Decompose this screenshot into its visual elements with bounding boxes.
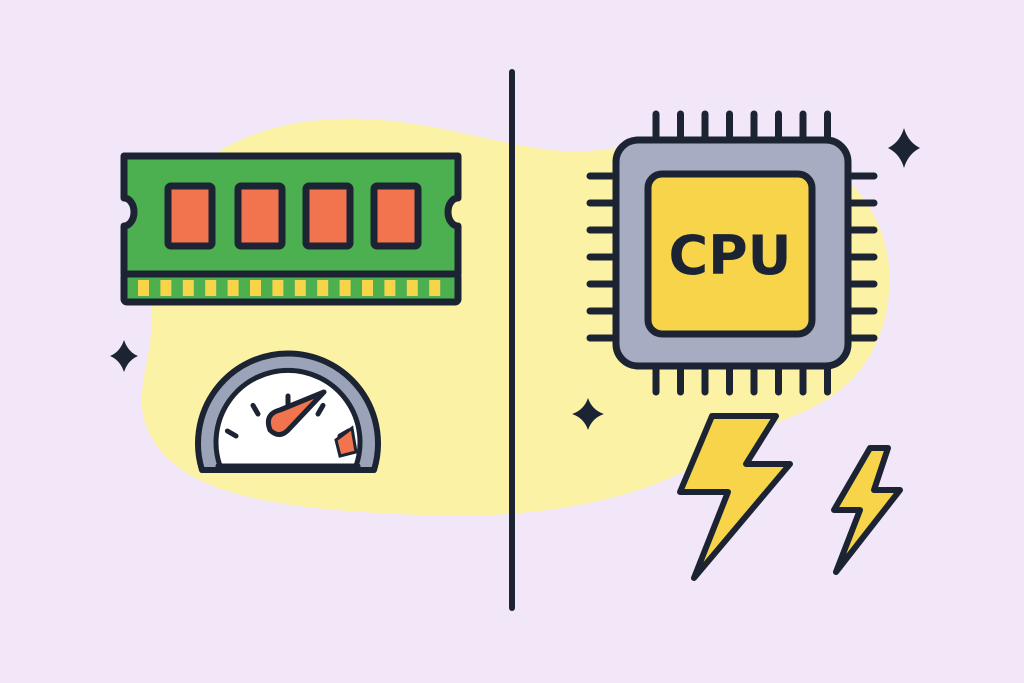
ram-pin	[272, 280, 284, 296]
ram-chip	[234, 182, 286, 250]
ram-pin	[205, 280, 217, 296]
ram-module-icon	[120, 152, 462, 306]
ram-pin	[250, 280, 261, 296]
cpu-label: CPU	[668, 224, 791, 287]
cpu-chip-icon: CPU	[586, 110, 878, 396]
lightning-bolt-icon	[677, 413, 793, 581]
ram-pin	[227, 280, 239, 296]
sparkle-icon	[572, 398, 604, 430]
ram-pin	[362, 280, 373, 296]
gauge-tick	[250, 402, 261, 417]
ram-pin	[384, 280, 396, 296]
ram-pin	[406, 280, 418, 296]
ram-pins	[138, 280, 441, 296]
ram-pin	[429, 280, 441, 296]
gauge-tick	[315, 402, 326, 417]
cpu-core	[644, 170, 816, 338]
ram-pin	[294, 280, 306, 296]
sparkle-icon	[110, 340, 138, 372]
ram-pin	[160, 280, 172, 296]
lightning-bolt-icon	[831, 445, 903, 575]
ram-pin	[317, 280, 329, 296]
ram-pin	[138, 280, 149, 296]
gauge-red-zone	[334, 425, 358, 458]
ram-pin	[182, 280, 194, 296]
ram-pin	[339, 280, 351, 296]
gauge-needle	[265, 389, 327, 437]
ram-chip	[302, 182, 354, 250]
speedometer-icon	[195, 350, 381, 473]
sparkle-icon	[888, 128, 920, 168]
gauge-tick	[224, 428, 239, 439]
ram-chip	[164, 182, 216, 250]
ram-chip	[370, 182, 422, 250]
